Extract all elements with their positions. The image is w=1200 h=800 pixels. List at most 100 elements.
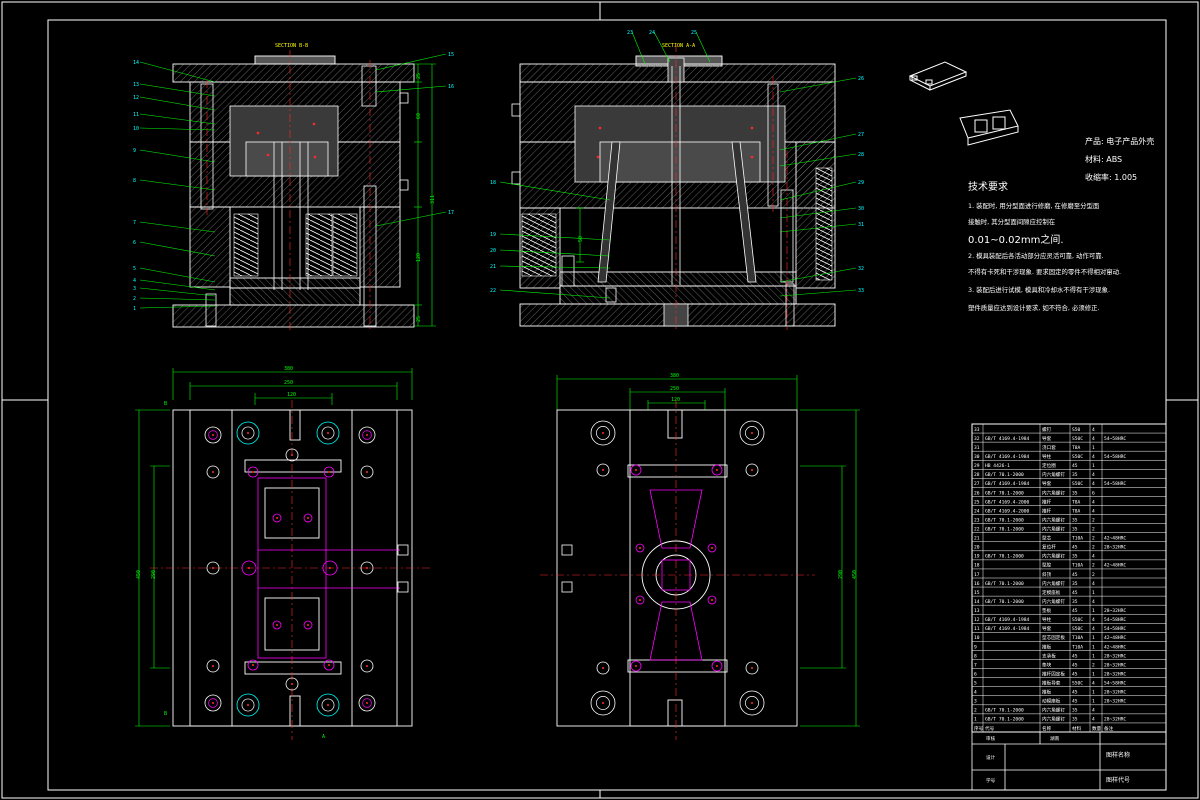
- bolt-hole: [360, 659, 374, 673]
- bom-cell: 4: [1092, 626, 1095, 632]
- leader-line: [139, 179, 216, 191]
- bolt-hole: [745, 661, 759, 675]
- tb-drawing-name: 图样名称: [1106, 751, 1130, 759]
- bom-cell: 28~32HRC: [1104, 545, 1126, 551]
- leader-line: [139, 61, 216, 83]
- callout-number: 11: [133, 112, 139, 118]
- dim-ls-2: 290: [151, 570, 157, 579]
- bom-cell: 内六角螺钉: [1042, 489, 1065, 496]
- bom-cell: T10A: [1072, 644, 1083, 650]
- bom-cell: S50C: [1072, 681, 1083, 687]
- bom-cell: S50: [1072, 427, 1081, 433]
- bolt-hole: [711, 464, 723, 476]
- leader-line: [139, 83, 216, 97]
- title-block: [971, 731, 1167, 791]
- bolt-hole: [590, 420, 616, 446]
- bom-cell: 4: [1092, 708, 1095, 714]
- bom-cell: 28~32HRC: [1104, 662, 1126, 668]
- bom-cell: 19: [974, 554, 980, 560]
- bom-cell: GB/T 70.1-2000: [985, 472, 1024, 478]
- dim-sec-2: 60: [416, 113, 422, 119]
- dim-rt-1: 380: [670, 373, 679, 379]
- leader-line: [139, 113, 216, 125]
- bom-cell: 支承板: [1042, 652, 1056, 659]
- bom-cell: HB 4426-1: [985, 463, 1010, 469]
- technical-requirements: 技术要求 1. 装配时, 用分型面进行修磨, 在修磨至分型面 接触时, 其分型面…: [968, 180, 1121, 312]
- bom-cell: 内六角螺钉: [1042, 716, 1065, 723]
- bom-cell: 35: [1072, 717, 1078, 723]
- leader-line: [499, 233, 611, 241]
- callout-number: 17: [448, 210, 454, 216]
- leader-line: [779, 77, 857, 93]
- bom-cell: 4: [1092, 508, 1095, 514]
- product-name: 产品: 电子产品外壳: [1085, 136, 1154, 146]
- bom-cell: T8A: [1072, 499, 1081, 505]
- bom-cell: 45: [1072, 671, 1078, 677]
- bom-cell: 4: [1092, 454, 1095, 460]
- bolt-hole: [711, 660, 723, 672]
- bom-cell: GB/T 4169.4-1984: [985, 617, 1029, 623]
- bolt-hole: [360, 465, 374, 479]
- callout-number: 33: [858, 288, 864, 294]
- bom-cell: 17: [974, 572, 980, 578]
- leader-line: [779, 223, 857, 233]
- bolt-hole: [745, 463, 759, 477]
- bolt-hole: [322, 560, 338, 576]
- bom-cell: 11: [974, 626, 980, 632]
- leader-line: [779, 207, 857, 219]
- bom-cell: 29: [974, 463, 980, 469]
- bolt-hole: [303, 513, 313, 523]
- bom-cell: 4: [1092, 427, 1095, 433]
- bom-cell: 10: [974, 635, 980, 641]
- bom-cell: 35: [1072, 490, 1078, 496]
- bom-cell: 4: [974, 690, 977, 696]
- bom-cell: 动模座板: [1042, 698, 1061, 705]
- callout-number: 3: [133, 286, 136, 292]
- bolt-hole: [241, 560, 257, 576]
- bolt-hole: [285, 677, 299, 691]
- callout-number: 5: [133, 266, 136, 272]
- bom-cell: 导套: [1042, 435, 1052, 442]
- bom-cell: GB/T 70.1-2000: [985, 599, 1024, 605]
- bom-cell: 14: [974, 599, 980, 605]
- bom-cell: 28~32HRC: [1104, 653, 1126, 659]
- bolt-hole: [204, 694, 222, 712]
- bom-cell: 推杆固定板: [1042, 670, 1065, 677]
- callout-number: 9: [133, 148, 136, 154]
- leader-line: [779, 181, 857, 201]
- callout-number: 10: [133, 126, 139, 132]
- bom-cell: 18: [974, 563, 980, 569]
- callout-number: 16: [448, 84, 454, 90]
- product-material: 材料: ABS: [1085, 154, 1122, 164]
- bom-cell: 内六角螺钉: [1042, 526, 1065, 533]
- callout-number: 26: [858, 76, 864, 82]
- bolt-hole: [590, 690, 616, 716]
- bom-cell: 1: [1092, 590, 1095, 596]
- bom-cell: 型腔: [1042, 562, 1052, 569]
- dim-sec-3: 120: [416, 253, 422, 262]
- bom-cell: 45: [1072, 572, 1078, 578]
- bom-header-cell: 代号: [985, 725, 995, 732]
- leader-line: [499, 249, 611, 257]
- bolt-hole: [739, 420, 765, 446]
- bom-cell: GB/T 4169.4-1984: [985, 454, 1029, 460]
- bolt-hole: [272, 620, 282, 630]
- bom-cell: 42~48HRC: [1104, 563, 1126, 569]
- dim-lt-2: 250: [284, 380, 293, 386]
- dim-rs-1: 450: [852, 570, 858, 579]
- leader-line: [139, 241, 216, 257]
- bom-cell: 导套: [1042, 480, 1052, 487]
- bom-cell: 垫板: [1042, 607, 1052, 614]
- bolt-hole: [285, 448, 299, 462]
- bom-cell: 28~32HRC: [1104, 608, 1126, 614]
- bolt-hole: [204, 426, 222, 444]
- bom-cell: GB/T 70.1-2000: [985, 717, 1024, 723]
- dim-sec-1: 25: [416, 73, 422, 79]
- callout-number: 24: [649, 30, 655, 36]
- leader-line: [139, 305, 216, 309]
- tb-drawing-code: 图样代号: [1106, 776, 1130, 784]
